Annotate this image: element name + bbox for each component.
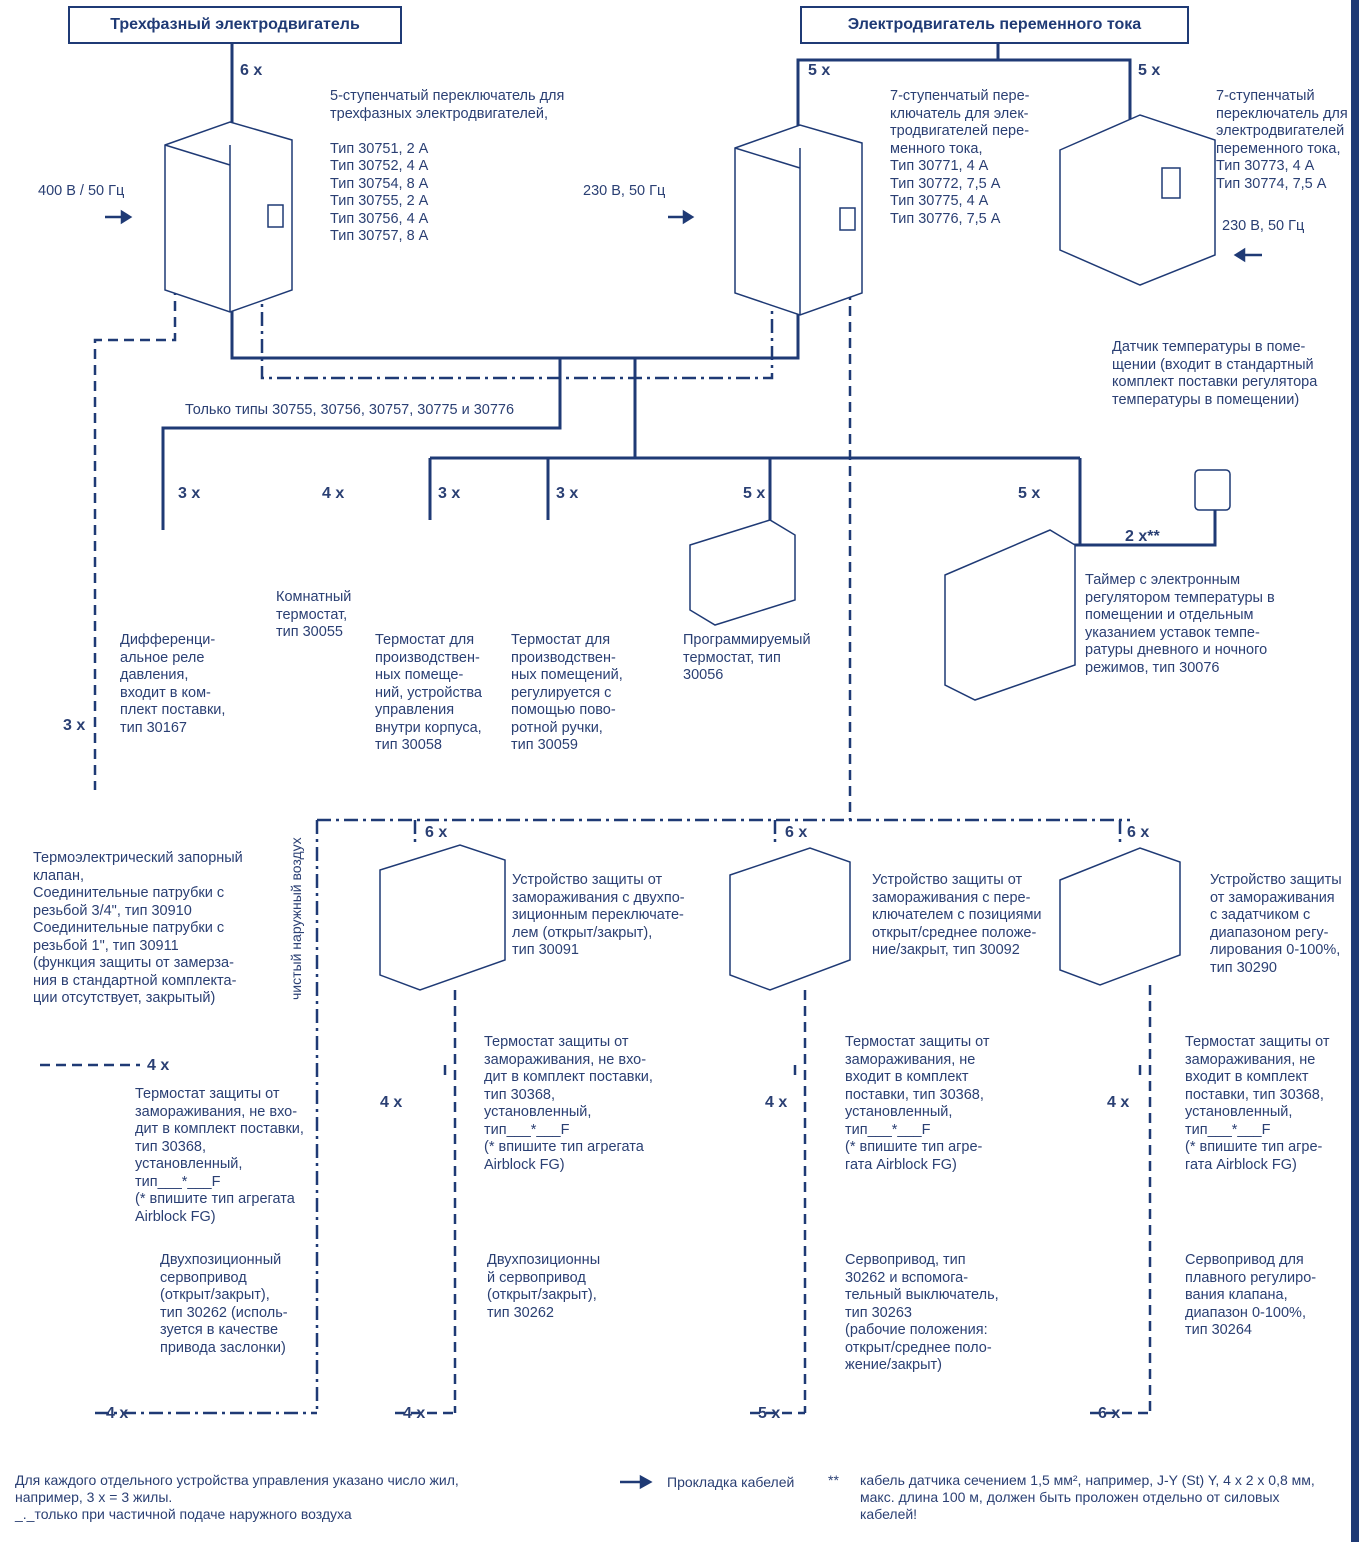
count-3x-relay: 3 x — [178, 485, 201, 502]
count-5x-timer: 5 x — [1018, 485, 1041, 502]
label-timer: Таймер с электронным регулятором темпера… — [1085, 572, 1275, 676]
wire-relay — [161, 358, 562, 530]
label-frost-thermostat-1: Термостат защиты от замораживания, не вх… — [484, 1034, 653, 1173]
power-230v-a: 230 В, 50 Гц — [583, 183, 666, 199]
count-5x-ac-b: 5 x — [1138, 62, 1161, 79]
label-switch-5-step: 5-ступенчатый переключатель для трехфазн… — [330, 88, 565, 244]
count-4x-act0: 4 x — [106, 1405, 129, 1422]
label-programmable-thermostat: Программируемый термостат, тип 30056 — [683, 632, 811, 683]
legend-sensor-cable: кабель датчика сечением 1,5 мм², наприме… — [860, 1472, 1315, 1522]
label-frost-device-1: Устройство защиты от замораживания с дву… — [512, 872, 685, 958]
count-4x-room: 4 x — [322, 485, 345, 502]
count-4x-fts0: 4 x — [147, 1057, 170, 1074]
room-sensor-box — [1194, 469, 1231, 511]
label-frost-thermostat-2: Термостат защиты от замораживания, не вх… — [845, 1034, 990, 1173]
label-frost-thermostat-3: Термостат защиты от замораживания, не вх… — [1185, 1034, 1330, 1173]
label-switch-7-step-a: 7-ступенчатый пере- ключатель для элек- … — [890, 88, 1030, 227]
label-frost-device-2: Устройство защиты от замораживания с пер… — [872, 872, 1042, 958]
count-4x-fts1: 4 x — [380, 1094, 403, 1111]
count-4x-fts3: 4 x — [1107, 1094, 1130, 1111]
count-6x-top: 6 x — [240, 62, 263, 79]
label-fresh-air: чистый наружный воздух — [288, 837, 304, 1000]
legend-stars: ** — [828, 1472, 839, 1488]
label-only-types: Только типы 30755, 30756, 30757, 30775 и… — [185, 402, 515, 418]
wire-frost1-down — [395, 990, 457, 1415]
label-industrial-thermostat-1: Термостат для производствен- ных помеще-… — [375, 632, 482, 753]
switch-box-ac-2 — [1059, 114, 1216, 286]
count-6x-frost1: 6 x — [425, 824, 448, 841]
label-valve: Термоэлектрический запорный клапан, Соед… — [33, 850, 243, 1006]
label-frost-thermostat-0: Термостат защиты от замораживания, не вх… — [135, 1086, 304, 1225]
frost-box-3 — [1059, 847, 1181, 986]
label-actuator-1: Двухпозиционны й сервопривод (открыт/зак… — [487, 1252, 601, 1321]
count-4x-act1: 4 x — [403, 1405, 426, 1422]
label-actuator-3: Сервопривод для плавного регулиро- вания… — [1185, 1252, 1317, 1338]
header-three-phase-motor: Трехфазный электродвигатель — [68, 6, 402, 44]
label-industrial-thermostat-2: Термостат для производствен- ных помещен… — [511, 632, 623, 753]
legend-cable-route: Прокладка кабелей — [667, 1474, 795, 1490]
power-230v-b: 230 В, 50 Гц — [1222, 218, 1305, 234]
wire-frost2-down — [750, 990, 807, 1415]
wire-partial-air — [260, 285, 774, 380]
label-actuator-2: Сервопривод, тип 30262 и вспомога- тельн… — [845, 1252, 999, 1373]
wire-frost-drops — [413, 820, 1122, 845]
wire-controller-drops — [428, 458, 1082, 545]
label-switch-7-step-b: 7-ступенчатый переключатель для электрод… — [1216, 88, 1348, 192]
switch-box-ac — [734, 124, 863, 316]
timer-box — [944, 529, 1076, 701]
count-3x-ind1: 3 x — [438, 485, 461, 502]
label-room-thermostat: Комнатный термостат, тип 30055 — [276, 589, 352, 640]
count-5x-ac-a: 5 x — [808, 62, 831, 79]
count-4x-fts2: 4 x — [765, 1094, 788, 1111]
count-5x-prog: 5 x — [743, 485, 766, 502]
count-3x-ind2: 3 x — [556, 485, 579, 502]
wire-valve — [93, 285, 177, 790]
wire-main-ac — [796, 42, 1132, 145]
wire-left-frame — [95, 820, 319, 1415]
frost-box-1 — [379, 844, 506, 991]
count-2x-sensor: 2 x** — [1125, 528, 1160, 545]
power-400v: 400 В / 50 Гц — [38, 183, 125, 199]
frost-box-2 — [729, 847, 851, 991]
label-diff-relay: Дифференци- альное реле давления, входит… — [120, 632, 226, 736]
label-frost-device-3: Устройство защиты от замораживания с зад… — [1210, 872, 1342, 976]
wire-sensor — [1060, 510, 1217, 547]
count-3x-valve: 3 x — [63, 717, 86, 734]
wire-frost3-down — [1090, 985, 1152, 1415]
count-6x-frost3: 6 x — [1127, 824, 1150, 841]
switch-box-3phase — [164, 121, 293, 313]
right-edge-bar — [1351, 0, 1359, 1542]
header-ac-motor: Электродвигатель переменного тока — [800, 6, 1189, 44]
label-actuator-0: Двухпозиционный сервопривод (открыт/закр… — [160, 1252, 288, 1356]
prog-thermo-box — [689, 519, 796, 626]
wire-bus-top — [230, 300, 800, 360]
legend-wires-note: Для каждого отдельного устройства управл… — [15, 1472, 459, 1522]
count-5x-act2: 5 x — [758, 1405, 781, 1422]
count-6x-act3: 6 x — [1098, 1405, 1121, 1422]
count-6x-frost2: 6 x — [785, 824, 808, 841]
label-room-sensor: Датчик температуры в поме- щении (входит… — [1112, 339, 1318, 408]
